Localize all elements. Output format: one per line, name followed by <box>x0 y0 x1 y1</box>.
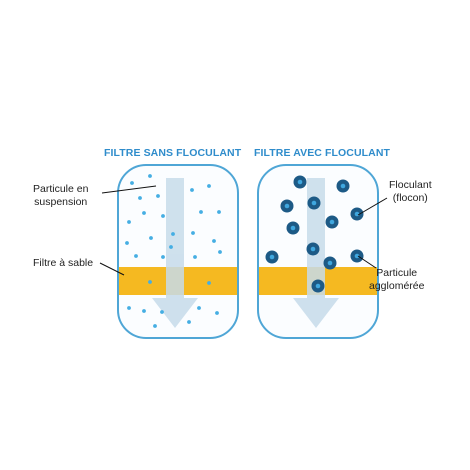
leader-agglo <box>357 255 377 269</box>
suspended-particle <box>127 220 131 224</box>
suspended-particle <box>212 239 216 243</box>
suspended-particle <box>190 188 194 192</box>
suspended-particle <box>187 320 191 324</box>
left-flow-arrow <box>152 178 198 328</box>
label-filtre-sable: Filtre à sable <box>33 257 94 269</box>
flocon <box>323 256 337 270</box>
suspended-particle <box>130 181 134 185</box>
suspended-particles <box>125 174 222 328</box>
flocon <box>265 250 279 264</box>
suspended-particle <box>171 232 175 236</box>
flocon <box>307 196 321 210</box>
label-particule-suspension: Particule en suspension <box>33 183 89 208</box>
suspended-particle <box>156 194 160 198</box>
leader-particule <box>101 185 157 194</box>
label-floculant: Floculant (flocon) <box>389 179 432 204</box>
flocon <box>350 249 364 263</box>
suspended-particle <box>160 310 164 314</box>
suspended-particle <box>149 236 153 240</box>
suspended-particle <box>148 280 152 284</box>
flocon <box>311 279 325 293</box>
suspended-particle <box>207 184 211 188</box>
suspended-particle <box>148 174 152 178</box>
suspended-particle <box>153 324 157 328</box>
flocon <box>350 207 364 221</box>
right-filter-tank <box>257 164 379 339</box>
suspended-particle <box>134 254 138 258</box>
suspended-particle <box>125 241 129 245</box>
label-particule-agglomeree: Particule agglomérée <box>369 267 425 292</box>
suspended-particle <box>193 255 197 259</box>
flocon <box>306 242 320 256</box>
flocon-particles <box>265 175 364 293</box>
suspended-particle <box>217 210 221 214</box>
flocon <box>286 221 300 235</box>
suspended-particle <box>161 214 165 218</box>
suspended-particle <box>161 255 165 259</box>
suspended-particle <box>215 311 219 315</box>
suspended-particle <box>207 281 211 285</box>
left-filter-tank <box>117 164 239 339</box>
right-filter-title: FILTRE AVEC FLOCULANT <box>254 147 391 159</box>
flocon <box>293 175 307 189</box>
leader-filtre <box>99 262 125 276</box>
leader-floculant <box>357 197 388 216</box>
suspended-particle <box>199 210 203 214</box>
left-filter-title: FILTRE SANS FLOCULANT <box>104 147 242 159</box>
suspended-particle <box>138 196 142 200</box>
suspended-particle <box>197 306 201 310</box>
suspended-particle <box>218 250 222 254</box>
suspended-particle <box>142 309 146 313</box>
suspended-particle <box>142 211 146 215</box>
suspended-particle <box>169 245 173 249</box>
suspended-particle <box>191 231 195 235</box>
flocon <box>280 199 294 213</box>
flocon <box>325 215 339 229</box>
suspended-particle <box>127 306 131 310</box>
flocon <box>336 179 350 193</box>
